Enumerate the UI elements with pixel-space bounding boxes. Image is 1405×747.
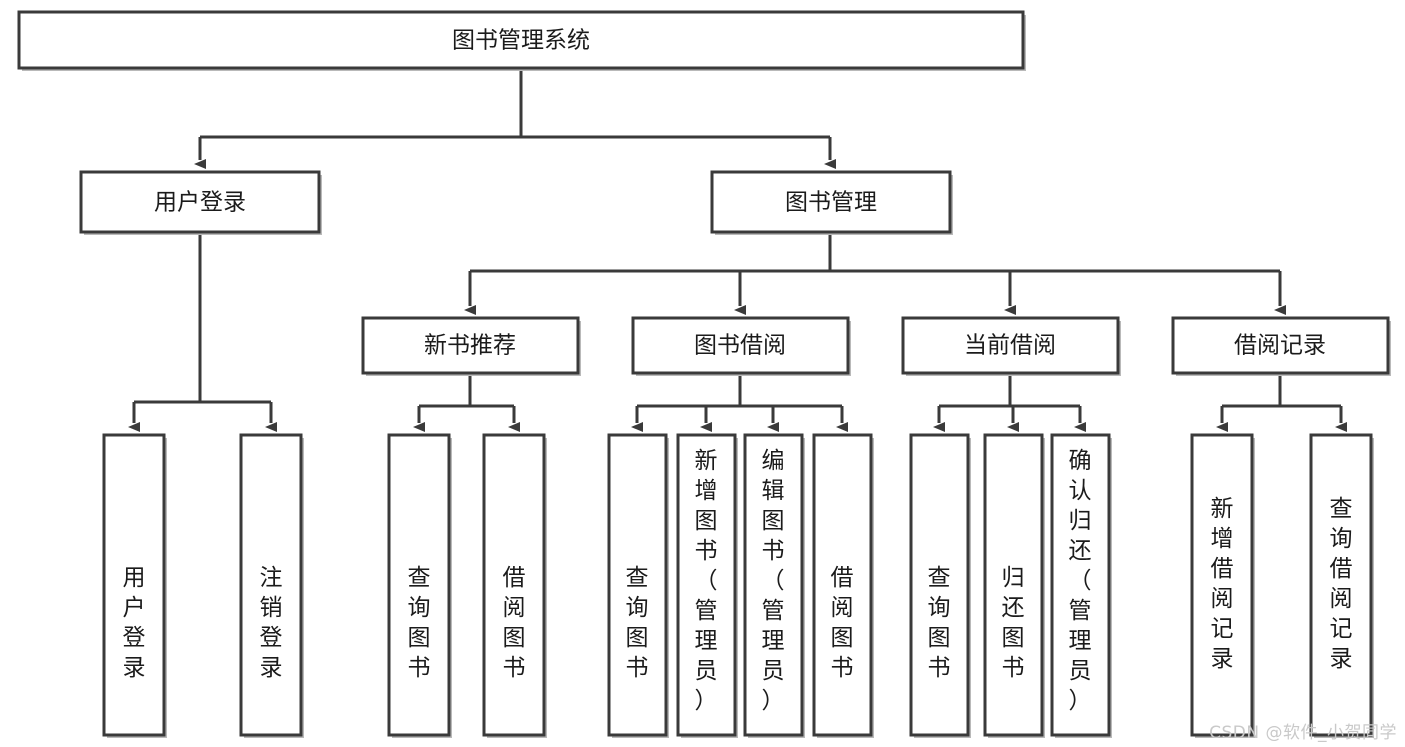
- leaf-borrow-book-rec-label: 借阅图书: [503, 565, 526, 681]
- node-leaf-add-book-admin[interactable]: 新增图书（管理员）: [676, 433, 738, 738]
- connector-layer: [128, 68, 1347, 432]
- leaf-query-borrow-record-label: 查询借阅记录: [1330, 496, 1353, 672]
- leaf-query-book-current-label: 查询图书: [928, 565, 951, 681]
- node-leaf-user-login[interactable]: 用户登录: [102, 433, 167, 738]
- current-borrow-label: 当前借阅: [964, 333, 1056, 359]
- root-label: 图书管理系统: [452, 28, 590, 54]
- node-leaf-add-borrow-record[interactable]: 新增借阅记录: [1190, 433, 1255, 738]
- node-leaf-confirm-return-admin[interactable]: 确认归还（管理员）: [1050, 433, 1112, 738]
- node-leaf-borrow-book[interactable]: 借阅图书: [812, 433, 874, 738]
- leaf-query-book-rec-box: [387, 433, 451, 737]
- leaf-add-borrow-record-label: 新增借阅记录: [1211, 496, 1234, 672]
- node-leaf-query-borrow-record[interactable]: 查询借阅记录: [1309, 433, 1374, 738]
- book-borrow-box: [631, 316, 850, 375]
- leaf-user-login-label: 用户登录: [123, 565, 146, 681]
- leaf-add-book-admin-label: 新增图书（管理员）: [695, 448, 718, 714]
- node-leaf-logout[interactable]: 注销登录: [239, 433, 304, 738]
- leaf-query-book-borrow-box: [607, 433, 668, 737]
- node-user-login[interactable]: 用户登录: [79, 170, 322, 235]
- node-leaf-return-book[interactable]: 归还图书: [983, 433, 1045, 738]
- leaf-edit-book-admin-label: 编辑图书（管理员）: [762, 448, 785, 714]
- leaf-borrow-book-box: [812, 433, 873, 737]
- leaf-query-borrow-record-box: [1309, 433, 1373, 737]
- node-leaf-edit-book-admin[interactable]: 编辑图书（管理员）: [743, 433, 805, 738]
- leaf-add-borrow-record-box: [1190, 433, 1254, 737]
- node-new-book-recommend[interactable]: 新书推荐: [361, 316, 581, 376]
- leaf-borrow-book-rec-box: [482, 433, 546, 737]
- leaf-add-book-admin-box: [676, 433, 737, 737]
- leaf-logout-box: [239, 433, 303, 737]
- current-borrow-box: [901, 316, 1120, 375]
- node-leaf-query-book-current[interactable]: 查询图书: [909, 433, 971, 738]
- root-box: [17, 10, 1025, 70]
- node-borrow-record[interactable]: 借阅记录: [1171, 316, 1391, 376]
- leaf-return-book-box: [983, 433, 1044, 737]
- node-leaf-query-book-borrow[interactable]: 查询图书: [607, 433, 669, 738]
- leaf-query-book-current-box: [909, 433, 970, 737]
- borrow-record-box: [1171, 316, 1390, 375]
- node-book-borrow[interactable]: 图书借阅: [631, 316, 851, 376]
- new-book-recommend-box: [361, 316, 580, 375]
- leaf-edit-book-admin-box: [743, 433, 804, 737]
- node-current-borrow[interactable]: 当前借阅: [901, 316, 1121, 376]
- node-leaf-query-book-rec[interactable]: 查询图书: [387, 433, 452, 738]
- node-leaf-borrow-book-rec[interactable]: 借阅图书: [482, 433, 547, 738]
- node-root[interactable]: 图书管理系统: [17, 10, 1026, 71]
- user-login-label: 用户登录: [154, 190, 246, 216]
- leaf-borrow-book-label: 借阅图书: [831, 565, 854, 681]
- borrow-record-label: 借阅记录: [1234, 333, 1326, 359]
- leaf-logout-label: 注销登录: [260, 565, 283, 681]
- node-book-manage[interactable]: 图书管理: [710, 170, 953, 235]
- book-manage-box: [710, 170, 952, 234]
- book-borrow-label: 图书借阅: [694, 333, 786, 359]
- leaf-confirm-return-admin-label: 确认归还（管理员）: [1069, 448, 1092, 714]
- leaf-query-book-rec-label: 查询图书: [408, 565, 431, 681]
- user-login-box: [79, 170, 321, 234]
- book-manage-label: 图书管理: [785, 190, 877, 216]
- leaf-user-login-box: [102, 433, 166, 737]
- watermark-credit: CSDN @软件_小贺同学: [1209, 723, 1397, 743]
- leaf-confirm-return-admin-box: [1050, 433, 1111, 737]
- new-book-recommend-label: 新书推荐: [424, 333, 516, 359]
- leaf-return-book-label: 归还图书: [1002, 565, 1025, 681]
- leaf-query-book-borrow-label: 查询图书: [626, 565, 649, 681]
